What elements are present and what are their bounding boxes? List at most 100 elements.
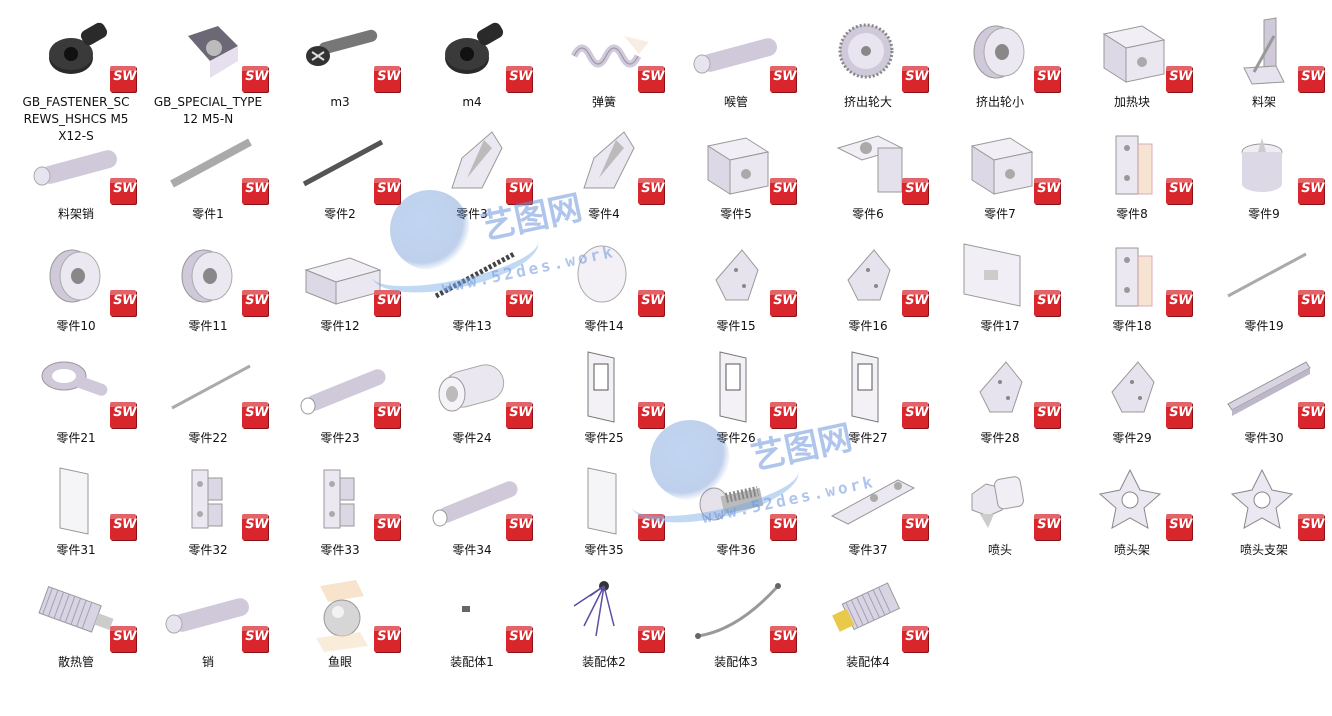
countersunk-screw-icon	[290, 6, 390, 96]
small-wheel-icon	[950, 6, 1050, 96]
file-label: 挤出轮大	[843, 95, 892, 109]
flat-plate-icon	[950, 230, 1050, 320]
block-icon	[686, 118, 786, 208]
file-label: 料架	[1251, 95, 1276, 109]
thin-rod-icon	[158, 342, 258, 432]
large-gear-icon	[818, 6, 918, 96]
channel-icon	[1214, 342, 1314, 432]
bent-plate-icon	[818, 454, 918, 544]
file-label: 零件25	[584, 431, 624, 445]
sheet-icon	[554, 454, 654, 544]
pulley-icon	[26, 230, 126, 320]
rail-icon	[158, 118, 258, 208]
file-label: 零件13	[452, 319, 492, 333]
file-label: GB_FASTENER_SCREWS_HSHCS M5X12-S	[22, 95, 130, 143]
wire-icon	[686, 566, 786, 656]
triangle-plate-icon	[1082, 342, 1182, 432]
file-label: 零件11	[188, 319, 228, 333]
eye-bolt-icon	[26, 342, 126, 432]
cap-screw-icon	[422, 6, 522, 96]
wire-assembly-icon	[554, 566, 654, 656]
file-label: 零件16	[848, 319, 888, 333]
file-label: 加热块	[1113, 95, 1150, 109]
socket-cap-screw-icon	[26, 6, 126, 96]
file-label: 喷头支架	[1239, 543, 1288, 557]
tube-icon	[290, 342, 390, 432]
